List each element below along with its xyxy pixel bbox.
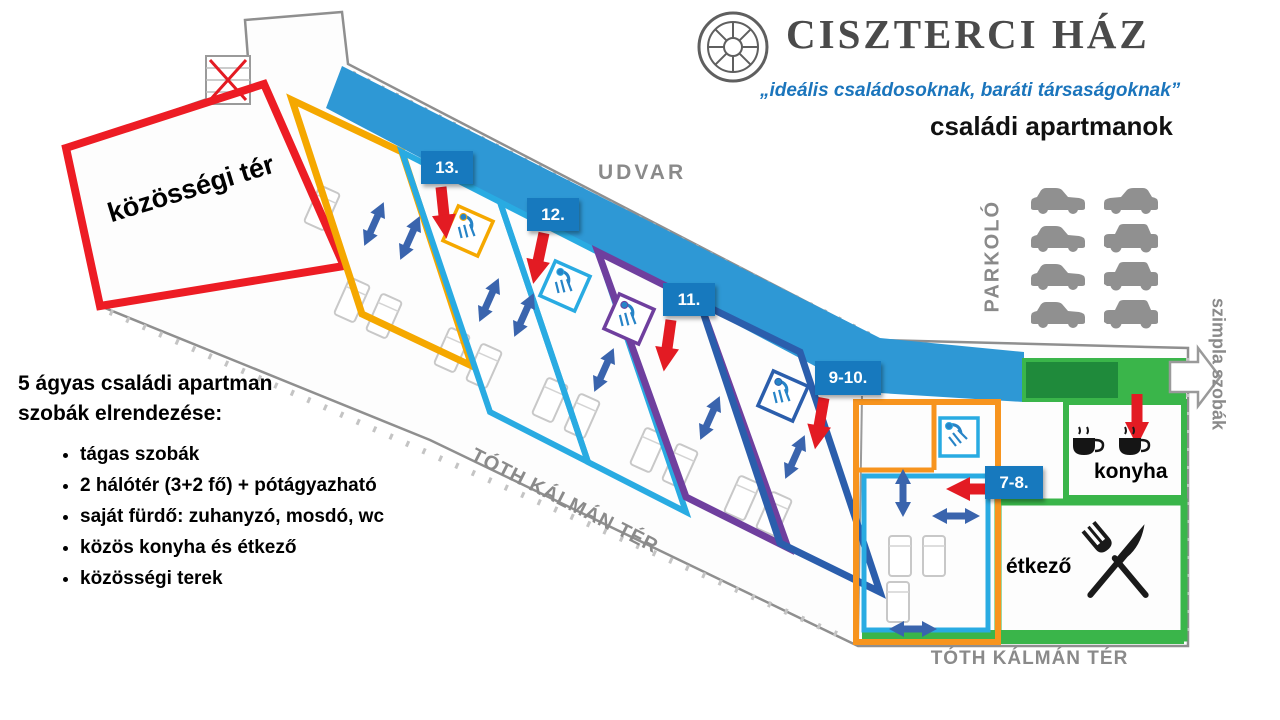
room-12b-outline: [494, 195, 692, 519]
label-etkezo: étkező: [1006, 555, 1072, 578]
info-title-line2: szobák elrendezése:: [18, 402, 223, 425]
info-title: 5 ágyas családi apartman szobák elrendez…: [18, 369, 272, 429]
feature-list: tágas szobák 2 hálótér (3+2 fő) + pótágy…: [58, 444, 384, 599]
room-badge-12: 12.: [527, 198, 579, 231]
parking-cars: [1031, 188, 1158, 329]
label-udvar: UDVAR: [598, 161, 687, 184]
category-title: családi apartmanok: [930, 111, 1173, 141]
car-icon: [1031, 188, 1085, 214]
info-title-line1: 5 ágyas családi apartman: [18, 372, 273, 395]
car-icon: [1104, 300, 1158, 329]
brand-title: CISZTERCI HÁZ: [786, 11, 1150, 57]
corridor-band: [326, 66, 1024, 402]
feature-item: tágas szobák: [80, 444, 384, 466]
room-badge-11: 11.: [663, 283, 715, 316]
room-badge-13: 13.: [421, 151, 473, 184]
feature-item: saját fürdő: zuhanyzó, mosdó, wc: [80, 506, 384, 528]
coffee-cup-icon: [1119, 426, 1151, 455]
car-icon: [1031, 302, 1085, 328]
dark-green-block: [1026, 362, 1118, 398]
car-icon: [1104, 188, 1158, 214]
shower-icon: [938, 416, 980, 458]
feature-item: közösségi terek: [80, 568, 384, 590]
room-badge-7-8: 7-8.: [985, 466, 1043, 499]
car-icon: [1104, 262, 1158, 291]
label-konyha: konyha: [1094, 460, 1168, 483]
label-szimpla-szobak: szimpla szobák: [1208, 297, 1229, 431]
room-9-10-outline: [694, 296, 886, 599]
label-toth-kalman-ter-bottom: TÓTH KÁLMÁN TÉR: [930, 648, 1129, 669]
room-badge-9-10: 9-10.: [815, 361, 881, 395]
label-parkolo: PARKOLÓ: [981, 199, 1004, 313]
logo-icon: [697, 11, 769, 83]
feature-item: közös konyha és étkező: [80, 537, 384, 559]
kitchen-outline: [1063, 399, 1187, 501]
feature-item: 2 hálótér (3+2 fő) + pótágyazható: [80, 475, 384, 497]
car-icon: [1031, 226, 1085, 252]
fork-knife-icon: [1081, 520, 1149, 598]
car-icon: [1104, 224, 1158, 253]
car-icon: [1031, 264, 1085, 290]
single-rooms-arrow-icon: [1168, 344, 1222, 410]
coffee-cup-icon: [1073, 426, 1105, 455]
room-7-8-outline: [853, 399, 1001, 645]
brand-tagline: „ideális családosoknak, baráti társaságo…: [760, 80, 1181, 101]
